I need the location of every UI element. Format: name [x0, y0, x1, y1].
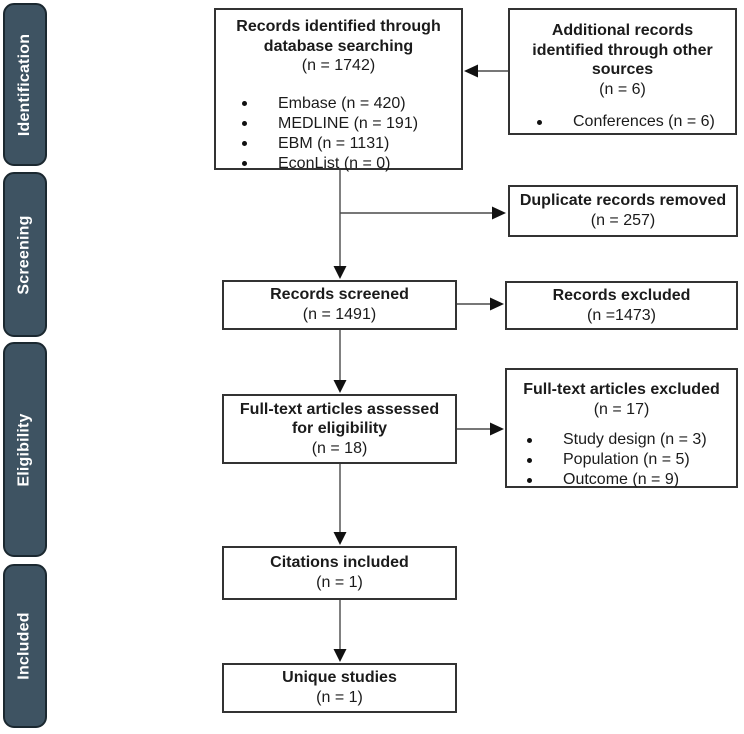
arrow-citations-to-unique-head	[333, 649, 347, 662]
arrow-screened-to-fulltext-head	[333, 380, 347, 393]
arrow-fulltext-to-citations-head	[333, 532, 347, 545]
bullet-text: Population (n = 5)	[563, 451, 690, 469]
bullet-item: Conferences (n = 6)	[518, 112, 727, 132]
bullet-icon	[537, 119, 542, 125]
bullet-icon	[527, 437, 532, 443]
box-duplicates-removed: Duplicate records removed (n = 257)	[508, 185, 738, 237]
arrow-fulltext-to-ftexcluded-head	[490, 422, 504, 436]
box-additional-records-title: Additional records identified through ot…	[532, 22, 713, 79]
box-fulltext-excluded-title: Full-text articles excluded	[523, 381, 720, 398]
box-records-screened-title: Records screened	[270, 286, 409, 304]
bullet-icon	[527, 477, 532, 483]
bullet-text: EconList (n = 0)	[278, 154, 391, 172]
bullet-text: Study design (n = 3)	[563, 431, 707, 449]
stage-identification: Identification	[3, 3, 47, 166]
bullet-item: Population (n = 5)	[511, 450, 732, 470]
box-duplicates-removed-title: Duplicate records removed	[519, 192, 727, 210]
box-additional-records: Additional records identified through ot…	[508, 8, 737, 135]
box-fulltext-assessed-count: (n = 18)	[311, 439, 368, 457]
stage-screening-label: Screening	[16, 214, 34, 295]
box-fulltext-excluded: Full-text articles excluded (n = 17) Stu…	[505, 368, 738, 488]
stage-eligibility: Eligibility	[3, 342, 47, 557]
box-unique-studies-title: Unique studies	[282, 669, 397, 687]
bullet-item: MEDLINE (n = 191)	[221, 114, 456, 134]
bullet-text: Embase (n = 420)	[278, 94, 406, 112]
box-additional-records-count: (n = 6)	[599, 80, 646, 98]
box-records-excluded-count: (n =1473)	[587, 306, 656, 324]
box-duplicates-removed-count: (n = 257)	[590, 212, 656, 229]
box-citations-included: Citations included (n = 1)	[222, 546, 457, 600]
box-records-screened: Records screened (n = 1491)	[222, 280, 457, 330]
bullet-item: Embase (n = 420)	[221, 94, 456, 114]
box-citations-included-title: Citations included	[270, 554, 409, 572]
bullet-item: EBM (n = 1131)	[221, 134, 456, 154]
box-citations-included-count: (n = 1)	[316, 574, 363, 591]
bullet-text: EBM (n = 1131)	[278, 134, 390, 152]
bullet-item: Outcome (n = 9)	[511, 470, 732, 490]
box-records-excluded: Records excluded (n =1473)	[505, 281, 738, 330]
box-records-identified-title: Records identified through database sear…	[236, 18, 441, 55]
bullet-icon	[242, 161, 247, 167]
bullet-text: Conferences (n = 6)	[573, 113, 715, 131]
arrow-screened-to-excluded-head	[490, 297, 504, 311]
box-fulltext-assessed-title: Full-text articles assessed for eligibil…	[239, 400, 440, 438]
bullet-item: Study design (n = 3)	[511, 430, 732, 450]
stage-included-label: Included	[16, 612, 34, 680]
arrow-identified-to-screened-head	[333, 266, 347, 279]
box-fulltext-excluded-bullets: Study design (n = 3) Population (n = 5) …	[511, 430, 732, 490]
box-records-identified-count: (n = 1742)	[301, 57, 376, 75]
bullet-icon	[242, 141, 247, 147]
bullet-text: MEDLINE (n = 191)	[278, 114, 419, 132]
stage-screening: Screening	[3, 172, 47, 337]
stage-eligibility-label: Eligibility	[16, 412, 34, 487]
bullet-icon	[242, 101, 247, 107]
box-unique-studies: Unique studies (n = 1)	[222, 663, 457, 713]
stage-included: Included	[3, 564, 47, 728]
bullet-icon	[242, 121, 247, 127]
arrow-branch-to-duplicates-head	[492, 206, 506, 220]
box-records-screened-count: (n = 1491)	[302, 306, 377, 323]
box-records-excluded-title: Records excluded	[552, 286, 691, 304]
box-fulltext-assessed: Full-text articles assessed for eligibil…	[222, 394, 457, 464]
stage-identification-label: Identification	[16, 33, 34, 136]
arrow-additional-to-identified-head	[464, 64, 478, 78]
box-records-identified: Records identified through database sear…	[214, 8, 463, 172]
bullet-icon	[527, 457, 532, 463]
bullet-item: EconList (n = 0)	[221, 154, 456, 174]
box-additional-records-bullets: Conferences (n = 6)	[518, 112, 727, 132]
box-unique-studies-count: (n = 1)	[316, 689, 363, 706]
box-fulltext-excluded-count: (n = 17)	[593, 400, 650, 418]
bullet-text: Outcome (n = 9)	[563, 471, 680, 489]
box-records-identified-bullets: Embase (n = 420) MEDLINE (n = 191) EBM (…	[221, 94, 456, 174]
